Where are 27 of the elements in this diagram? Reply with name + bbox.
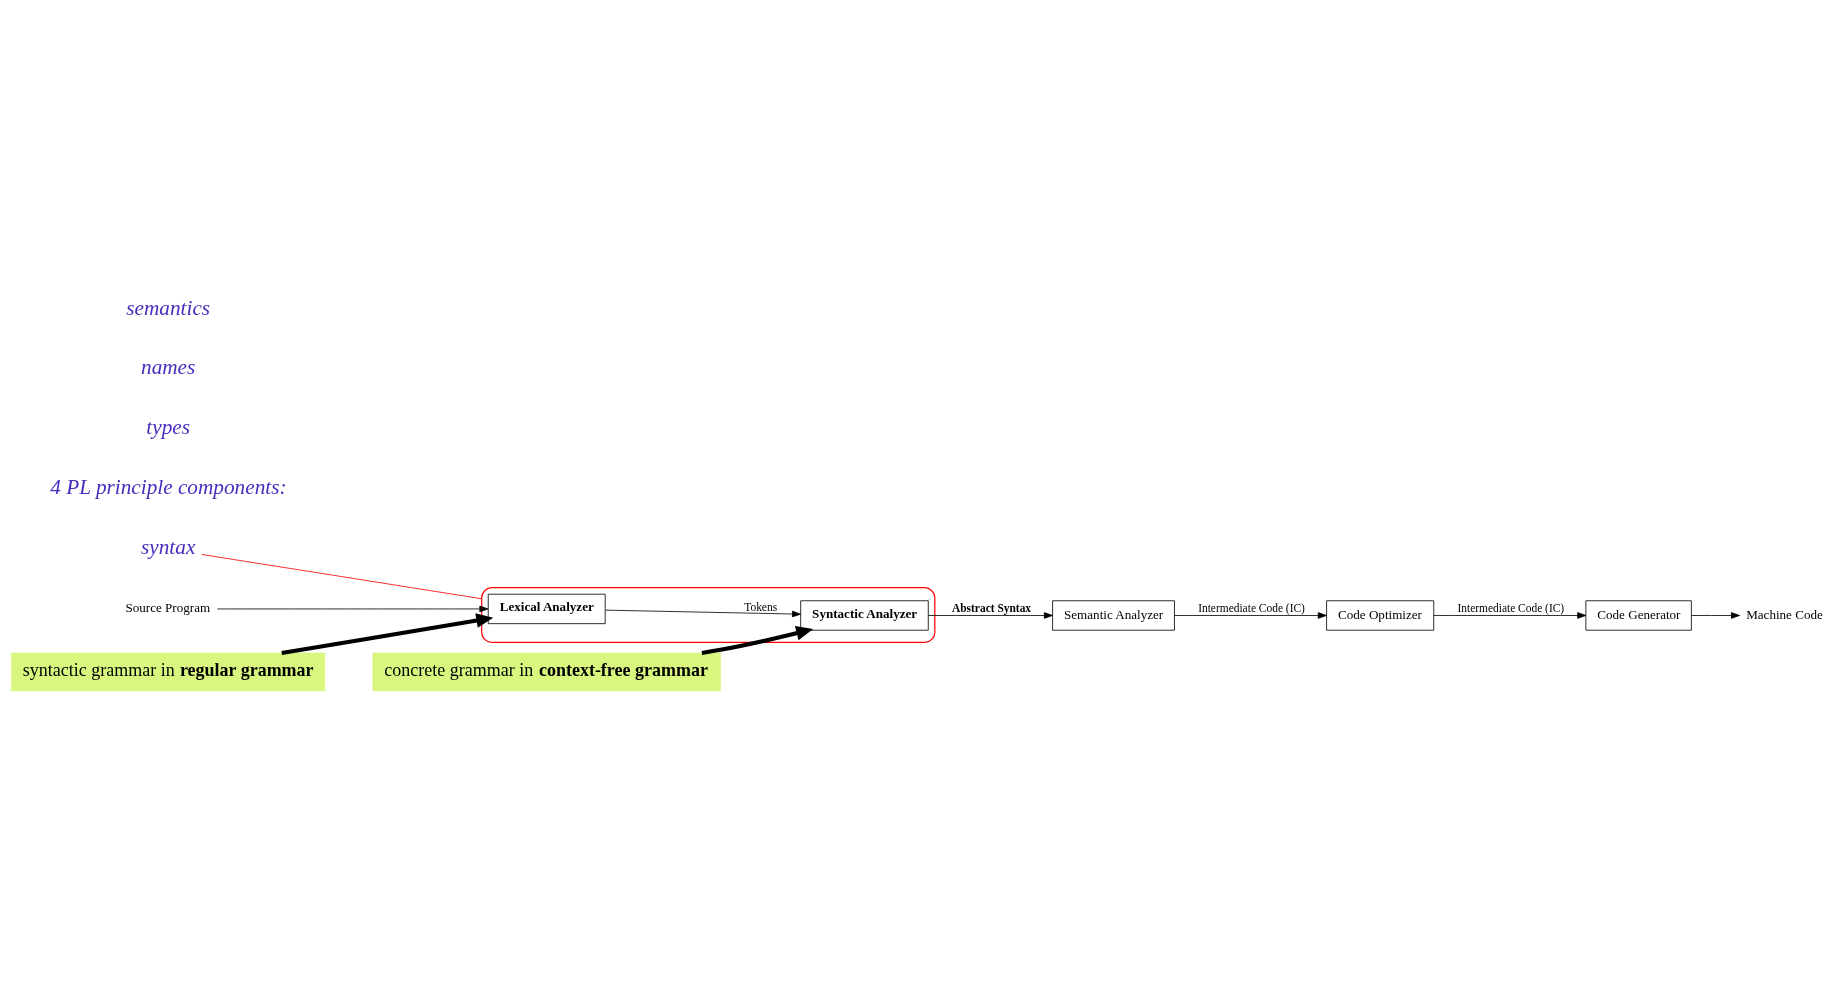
- node-box: Lexical Analyzer: [487, 593, 606, 625]
- node-text: Machine Code: [1746, 606, 1823, 622]
- node-box: concrete grammar in context-free grammar: [372, 652, 721, 692]
- connector: [201, 554, 483, 600]
- node-box: Semantic Analyzer: [1052, 600, 1175, 631]
- edge-label: Intermediate Code (IC): [1198, 602, 1305, 615]
- edge-label: Intermediate Code (IC): [1457, 602, 1565, 615]
- edge-label: Tokens: [744, 600, 778, 613]
- arrow: [927, 612, 1053, 619]
- label: 4 PL principle components:: [50, 474, 287, 499]
- node-text: syntax: [141, 534, 196, 559]
- node-box: Code Generator: [1585, 600, 1692, 631]
- arrow: [281, 613, 494, 656]
- arrow: [701, 625, 814, 656]
- node-box: Syntactic Analyzer: [800, 600, 929, 631]
- arrow: [1433, 612, 1587, 619]
- label: semantics: [126, 295, 211, 320]
- node-box: Code Optimizer: [1326, 600, 1435, 631]
- arrow: [216, 605, 489, 613]
- edge-label: Abstract Syntax: [951, 601, 1032, 614]
- label: types: [146, 415, 191, 440]
- node-box: syntactic grammar in regular grammar: [11, 652, 326, 692]
- arrow: [1691, 612, 1740, 619]
- arrow: [605, 609, 802, 618]
- arrow: [1174, 612, 1327, 619]
- node-text: Source Program: [125, 600, 211, 616]
- label: names: [141, 355, 196, 380]
